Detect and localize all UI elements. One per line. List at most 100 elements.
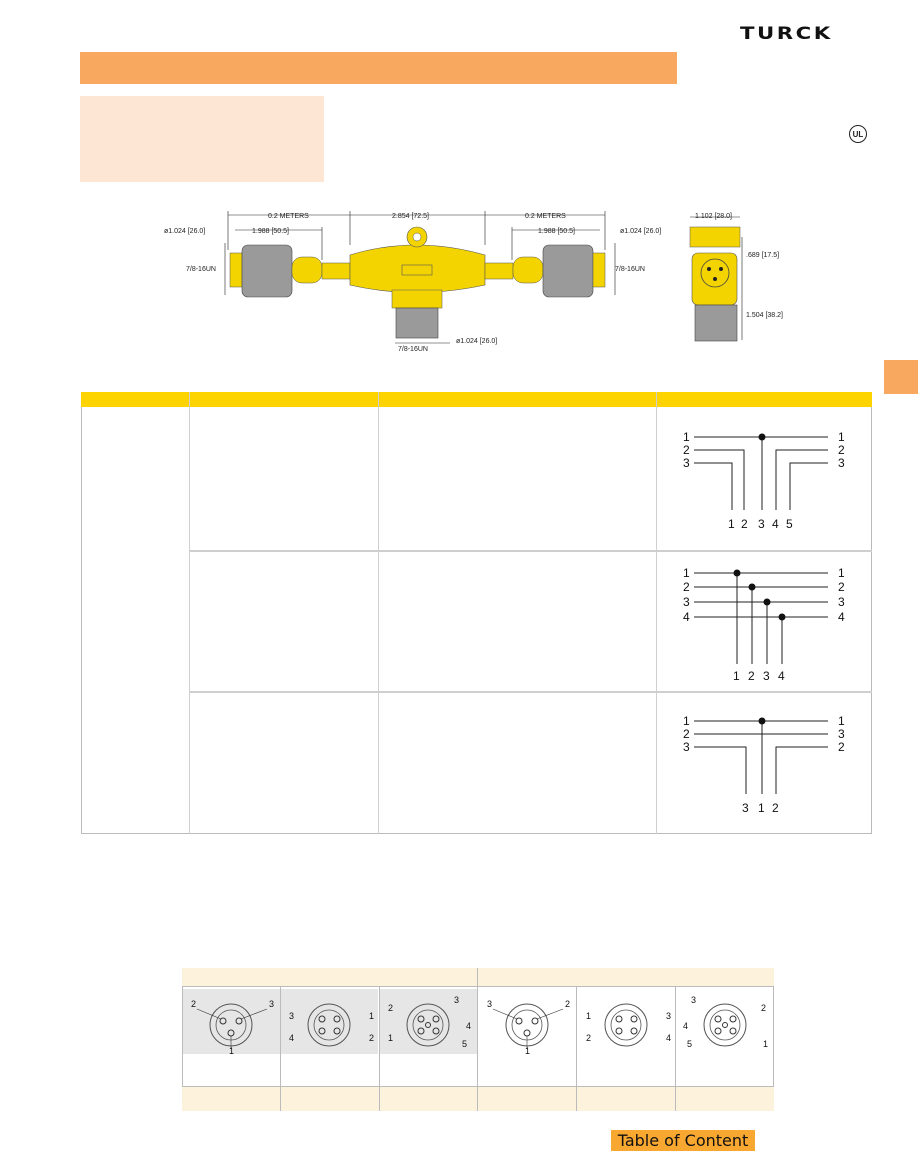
row-divider xyxy=(189,691,872,693)
dim-right-diameter: ø1.024 [26.0] xyxy=(620,228,661,235)
dim-right-length: 0.2 METERS xyxy=(525,213,566,220)
pinout-table: 2 3 1 3 1 4 2 2 3 4 1 5 3 2 1 1 3 2 4 xyxy=(182,968,774,1111)
dim-side-height-a: .689 [17.5] xyxy=(746,252,779,259)
svg-text:3: 3 xyxy=(683,740,690,754)
svg-text:2: 2 xyxy=(191,999,196,1009)
svg-text:1: 1 xyxy=(525,1046,530,1054)
svg-text:1: 1 xyxy=(369,1011,374,1021)
dim-left-length: 0.2 METERS xyxy=(268,213,309,220)
svg-text:4: 4 xyxy=(778,669,785,683)
svg-text:3: 3 xyxy=(269,999,274,1009)
svg-text:3: 3 xyxy=(758,517,765,531)
svg-text:3: 3 xyxy=(666,1011,671,1021)
col-divider xyxy=(656,392,657,834)
svg-text:1: 1 xyxy=(728,517,735,531)
svg-text:2: 2 xyxy=(683,580,690,594)
col-divider xyxy=(378,392,379,834)
dim-left-nut: 1.988 [50.5] xyxy=(252,228,289,235)
svg-text:2: 2 xyxy=(565,999,570,1009)
svg-text:2: 2 xyxy=(741,517,748,531)
dim-left-thread: 7/8-16UN xyxy=(186,266,216,273)
svg-text:4: 4 xyxy=(289,1033,294,1043)
svg-text:2: 2 xyxy=(683,727,690,741)
product-info-box xyxy=(80,96,324,182)
svg-text:1: 1 xyxy=(683,430,690,444)
svg-text:3: 3 xyxy=(691,995,696,1005)
svg-text:2: 2 xyxy=(683,443,690,457)
svg-text:2: 2 xyxy=(772,801,779,815)
svg-text:1: 1 xyxy=(763,1039,768,1049)
dim-side-width: 1.102 [28.0] xyxy=(695,213,732,220)
svg-text:3: 3 xyxy=(487,999,492,1009)
svg-text:2: 2 xyxy=(761,1003,766,1013)
pinout-4pin-male: 3 1 4 2 xyxy=(281,989,378,1054)
svg-text:2: 2 xyxy=(838,580,845,594)
svg-text:4: 4 xyxy=(772,517,779,531)
row-divider xyxy=(189,550,872,552)
pinout-footer xyxy=(182,1086,774,1111)
svg-text:2: 2 xyxy=(586,1033,591,1043)
svg-text:3: 3 xyxy=(838,727,845,741)
svg-text:1: 1 xyxy=(683,714,690,728)
pinout-3pin-female: 3 2 1 xyxy=(479,989,576,1056)
dim-right-thread: 7/8-16UN xyxy=(615,266,645,273)
pinout-4pin-female: 1 3 2 4 xyxy=(578,989,675,1054)
svg-text:3: 3 xyxy=(838,595,845,609)
svg-text:3: 3 xyxy=(838,456,845,470)
svg-text:3: 3 xyxy=(454,995,459,1005)
svg-text:5: 5 xyxy=(786,517,793,531)
pinout-header xyxy=(182,968,774,987)
svg-text:2: 2 xyxy=(748,669,755,683)
dim-side-height-b: 1.504 [38.2] xyxy=(746,312,783,319)
dim-right-nut: 1.988 [50.5] xyxy=(538,228,575,235)
svg-text:1: 1 xyxy=(388,1033,393,1043)
svg-text:3: 3 xyxy=(742,801,749,815)
pinout-5pin-female: 3 2 4 5 1 xyxy=(677,989,774,1054)
svg-text:2: 2 xyxy=(369,1033,374,1043)
svg-text:2: 2 xyxy=(838,443,845,457)
pinout-col-divider xyxy=(576,987,577,1111)
col-divider xyxy=(189,392,190,834)
table-of-content-button[interactable]: Table of Content xyxy=(611,1130,755,1151)
pinout-col-divider xyxy=(675,987,676,1111)
dim-bottom-thread: 7/8-16UN xyxy=(398,346,428,353)
svg-text:5: 5 xyxy=(687,1039,692,1049)
svg-text:1: 1 xyxy=(586,1011,591,1021)
pinout-3pin-male: 2 3 1 xyxy=(183,989,280,1056)
svg-text:3: 3 xyxy=(683,456,690,470)
pinout-col-divider xyxy=(477,987,478,1111)
svg-text:4: 4 xyxy=(683,1021,688,1031)
svg-text:4: 4 xyxy=(838,610,845,624)
svg-text:3: 3 xyxy=(763,669,770,683)
svg-text:2: 2 xyxy=(388,1003,393,1013)
svg-text:1: 1 xyxy=(838,566,845,580)
turck-logo: TURCK xyxy=(740,24,833,44)
svg-text:5: 5 xyxy=(462,1039,467,1049)
pinout-col-divider xyxy=(280,987,281,1111)
wiring-diagram-3: 1 2 3 1 3 2 3 1 2 xyxy=(683,714,845,815)
svg-text:3: 3 xyxy=(683,595,690,609)
svg-text:3: 3 xyxy=(289,1011,294,1021)
svg-text:1: 1 xyxy=(838,714,845,728)
svg-text:1: 1 xyxy=(733,669,740,683)
table-header xyxy=(81,392,872,407)
svg-text:2: 2 xyxy=(838,740,845,754)
pinout-col-divider xyxy=(379,987,380,1111)
pinout-header-divider xyxy=(477,968,478,987)
dim-left-diameter: ø1.024 [26.0] xyxy=(164,228,205,235)
section-tab[interactable] xyxy=(884,360,918,394)
svg-text:4: 4 xyxy=(466,1021,471,1031)
dimension-drawing: 0.2 METERS 2.854 [72.5] 0.2 METERS 1.988… xyxy=(164,211,783,353)
dim-center-length: 2.854 [72.5] xyxy=(392,213,429,220)
svg-text:1: 1 xyxy=(683,566,690,580)
pinout-5pin-male: 2 3 4 1 5 xyxy=(380,989,477,1054)
svg-text:1: 1 xyxy=(758,801,765,815)
svg-text:4: 4 xyxy=(683,610,690,624)
svg-text:1: 1 xyxy=(838,430,845,444)
svg-text:1: 1 xyxy=(229,1046,234,1054)
ul-certification-icon: UL xyxy=(849,125,867,143)
dim-bottom-diameter: ø1.024 [26.0] xyxy=(456,338,497,345)
title-bar xyxy=(80,52,677,84)
wiring-diagram-1: 1 2 3 1 2 3 1 2 3 4 5 xyxy=(683,430,845,531)
svg-text:4: 4 xyxy=(666,1033,671,1043)
